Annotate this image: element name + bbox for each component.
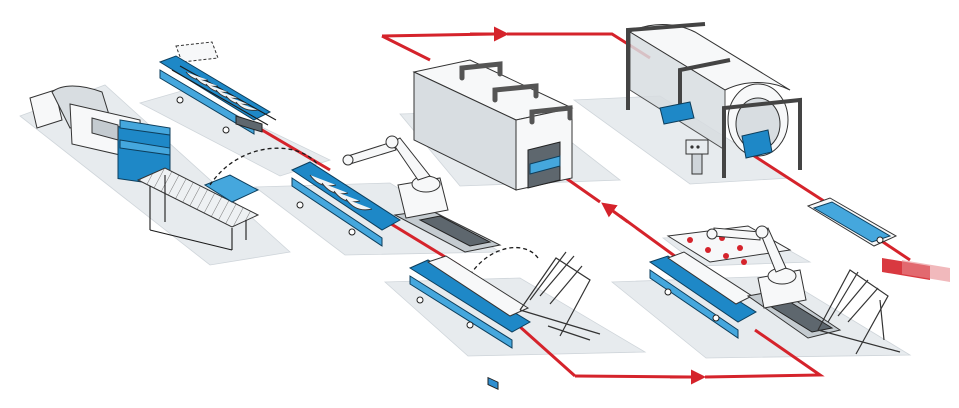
forming-press-icon bbox=[29, 85, 171, 187]
robot-loading-cell-icon bbox=[290, 135, 502, 253]
curing-oven-icon bbox=[412, 59, 574, 390]
roller-conveyor-icon bbox=[136, 167, 260, 251]
flow-line-exit bbox=[879, 238, 911, 262]
tunnel-dryer-icon bbox=[626, 22, 802, 178]
flow-line-dryer-out bbox=[744, 148, 831, 207]
finished-panel-icon bbox=[806, 197, 950, 282]
transfer-arc-1 bbox=[209, 147, 319, 186]
flow-arrow-up bbox=[601, 202, 629, 224]
flow-line-left-loop bbox=[381, 34, 431, 62]
component-sorter-icon bbox=[158, 41, 277, 135]
transfer-arc-2 bbox=[469, 246, 539, 276]
flow-line-bottom-right bbox=[704, 328, 825, 379]
robot-assembly-cell-icon bbox=[648, 225, 901, 355]
stacking-rack-station-icon bbox=[408, 251, 601, 349]
